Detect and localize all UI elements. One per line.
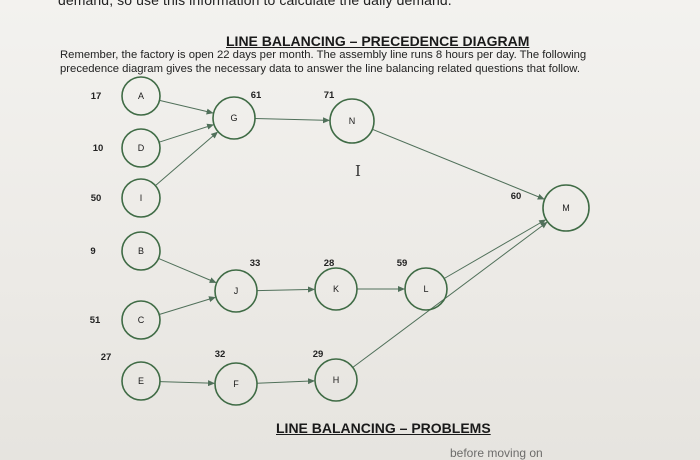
task-node-b: B (121, 231, 161, 271)
task-time-g: 61 (251, 90, 262, 101)
task-label-i: I (140, 193, 143, 203)
edge-n-m (372, 128, 545, 200)
task-time-j: 33 (250, 258, 261, 269)
edge-c-j (159, 296, 216, 315)
task-node-n: N (329, 98, 375, 144)
section2-title: LINE BALANCING – PROBLEMS (276, 420, 491, 436)
task-label-e: E (138, 376, 144, 386)
task-node-c: C (121, 300, 161, 340)
task-label-h: H (333, 375, 340, 385)
task-time-k: 28 (324, 258, 335, 269)
task-circle-n (329, 98, 375, 144)
task-time-i: 50 (91, 193, 102, 204)
task-node-f: F (214, 362, 258, 406)
task-node-j: J (214, 269, 258, 313)
task-label-c: C (138, 315, 145, 325)
diagram-task-times: 17 10 50 9 51 27 61 71 33 28 59 32 29 60 (90, 90, 522, 363)
task-label-n: N (349, 116, 356, 126)
intro-paragraph: Remember, the factory is open 22 days pe… (60, 48, 660, 76)
task-circle-k (314, 267, 358, 311)
task-circle-c (121, 300, 161, 340)
section-title: LINE BALANCING – PRECEDENCE DIAGRAM (226, 33, 530, 49)
task-label-b: B (138, 246, 144, 256)
task-time-a: 17 (91, 91, 102, 102)
task-node-d: D (121, 128, 161, 168)
task-circle-a (121, 76, 161, 116)
task-label-j: J (234, 286, 239, 296)
task-circle-h (314, 358, 358, 402)
task-node-k: K (314, 267, 358, 311)
task-circle-f (214, 362, 258, 406)
edge-h-m (352, 221, 548, 368)
task-time-c: 51 (90, 315, 101, 326)
task-circle-j (214, 269, 258, 313)
task-time-l: 59 (397, 258, 408, 269)
task-label-g: G (230, 113, 237, 123)
edge-e-f (159, 380, 215, 387)
task-node-i: I (121, 178, 161, 218)
task-time-e: 27 (101, 352, 112, 363)
task-label-m: M (562, 203, 570, 213)
task-time-d: 10 (93, 143, 104, 154)
edge-l-m (443, 219, 547, 279)
task-circle-m (542, 184, 590, 232)
cropped-bottom-text: before moving on (450, 446, 543, 460)
intro-line-2: precedence diagram gives the necessary d… (60, 63, 580, 75)
task-label-k: K (333, 284, 339, 294)
intro-line-1: Remember, the factory is open 22 days pe… (60, 49, 587, 61)
task-circle-i (121, 178, 161, 218)
task-node-g: G (212, 96, 256, 140)
task-time-f: 32 (215, 349, 226, 360)
edge-j-k (256, 286, 315, 293)
edge-i-g (155, 131, 219, 186)
task-time-h: 29 (313, 349, 324, 360)
task-node-l: L (404, 267, 448, 311)
task-circle-e (121, 361, 161, 401)
task-node-h: H (314, 358, 358, 402)
edge-b-j (158, 257, 217, 283)
task-label-l: L (423, 284, 428, 294)
edge-d-g (158, 123, 215, 143)
task-node-m: M (542, 184, 590, 232)
task-label-d: D (138, 143, 145, 153)
task-time-n: 71 (324, 90, 335, 101)
task-circle-l (404, 267, 448, 311)
task-circle-g (212, 96, 256, 140)
edge-f-h (256, 378, 315, 385)
task-label-f: F (233, 379, 239, 389)
text-cursor-icon: I (355, 162, 361, 180)
task-time-b: 9 (90, 246, 95, 257)
edge-a-g (159, 99, 214, 115)
diagram-nodes: A D I B C E G N J K L F H M (121, 76, 590, 406)
task-node-e: E (121, 361, 161, 401)
task-time-m: 60 (511, 191, 522, 202)
task-circle-b (121, 231, 161, 271)
diagram-edges (155, 99, 548, 387)
task-node-a: A (121, 76, 161, 116)
cropped-top-line: demand, so use this information to calcu… (58, 0, 452, 8)
task-label-a: A (138, 91, 144, 101)
task-circle-d (121, 128, 161, 168)
edge-g-n (254, 117, 330, 124)
